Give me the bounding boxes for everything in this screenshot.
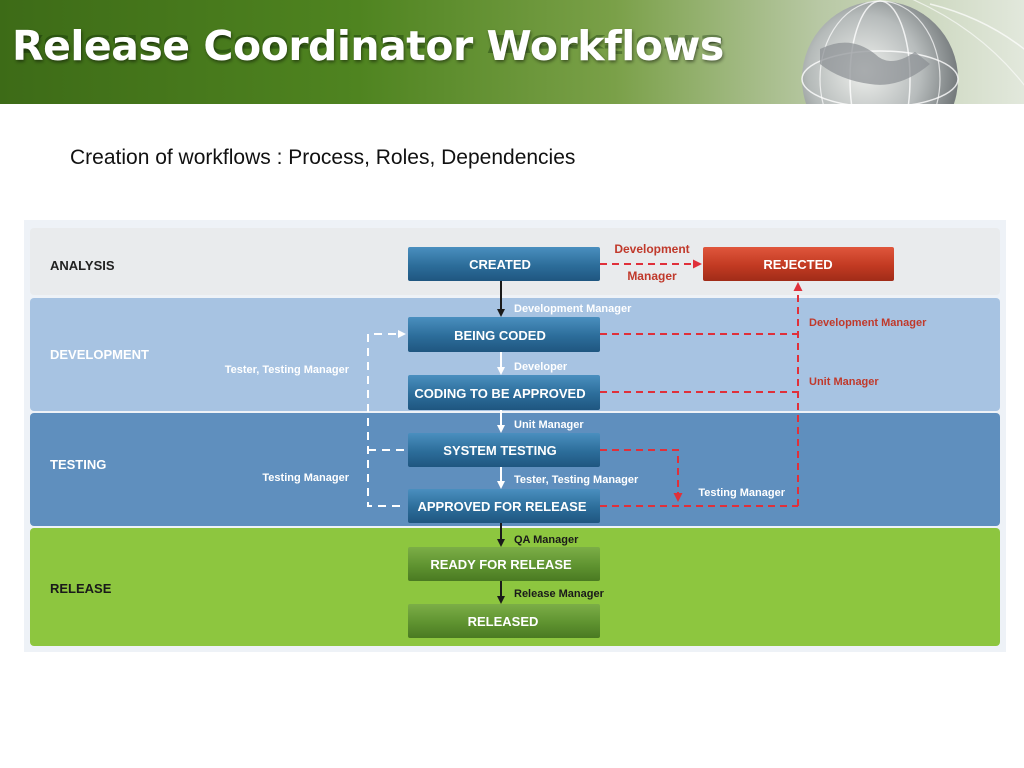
role-reject-dev: Development Manager — [809, 317, 927, 329]
state-released-box — [408, 604, 600, 638]
lane-development-band — [30, 298, 1000, 411]
state-being-coded: BEING CODED — [454, 328, 546, 343]
role-reject-unit: Unit Manager — [809, 376, 879, 388]
state-approved-release-box — [408, 489, 600, 523]
state-created-box — [408, 247, 600, 281]
reject-system-testing-to-approved — [600, 449, 683, 502]
state-system-testing: SYSTEM TESTING — [443, 443, 556, 458]
state-released: RELEASED — [468, 614, 539, 629]
workflow-diagram: ANALYSIS DEVELOPMENT TESTING RELEASE CRE… — [24, 220, 1006, 652]
role-back-dev: Tester, Testing Manager — [225, 364, 350, 376]
lane-release-band — [30, 528, 1000, 646]
lane-label-testing: TESTING — [50, 457, 106, 472]
state-ready-for-release: READY FOR RELEASE — [430, 557, 572, 572]
page-title: Release Coordinator Workflows — [12, 22, 724, 70]
role-reject-line2: Manager — [627, 269, 677, 283]
role-to-coding-approved: Developer — [514, 361, 568, 373]
workflow-svg: ANALYSIS DEVELOPMENT TESTING RELEASE CRE… — [30, 228, 1000, 646]
state-coding-to-be-approved: CODING TO BE APPROVED — [414, 386, 585, 401]
title-banner: Release Coordinator Workflows Release Co… — [0, 0, 1024, 104]
lane-testing-band — [30, 413, 1000, 526]
state-being-coded-box — [408, 317, 600, 352]
role-reject-testing: Testing Manager — [698, 487, 785, 499]
loop-back-to-being-coded — [367, 330, 406, 507]
state-approved-for-release: APPROVED FOR RELEASE — [417, 499, 586, 514]
subtitle: Creation of workflows : Process, Roles, … — [70, 146, 576, 169]
role-back-testing: Testing Manager — [262, 472, 349, 484]
state-ready-release-box — [408, 547, 600, 581]
state-rejected-box — [703, 247, 894, 281]
role-to-being-coded: Development Manager — [514, 303, 632, 315]
lane-label-release: RELEASE — [50, 581, 112, 596]
state-rejected: REJECTED — [763, 257, 832, 272]
role-reject-line1: Development — [614, 242, 689, 256]
role-to-system-testing: Unit Manager — [514, 419, 584, 431]
role-to-ready-release: QA Manager — [514, 534, 579, 546]
lane-label-analysis: ANALYSIS — [50, 258, 115, 273]
globe-icon — [801, 0, 1024, 104]
lane-label-development: DEVELOPMENT — [50, 347, 149, 362]
state-coding-approved-box — [408, 375, 600, 410]
role-to-approved-release: Tester, Testing Manager — [514, 474, 639, 486]
state-system-testing-box — [408, 433, 600, 467]
state-created: CREATED — [469, 257, 531, 272]
role-to-released: Release Manager — [514, 588, 605, 600]
